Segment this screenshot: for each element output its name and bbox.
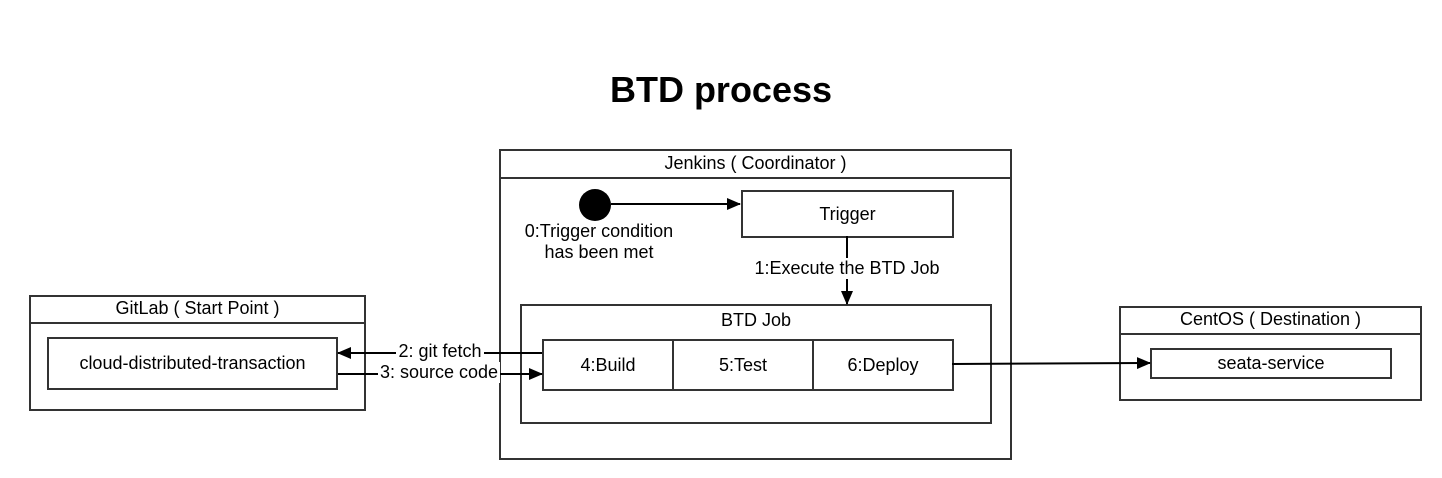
repo-box: cloud-distributed-transaction — [47, 337, 338, 390]
centos-frame: CentOS ( Destination ) seata-service — [1119, 306, 1422, 401]
centos-frame-header: CentOS ( Destination ) — [1121, 308, 1420, 335]
btd-job-frame: BTD Job 4:Build 5:Test 6:Deploy — [520, 304, 992, 424]
start-label-line1: 0:Trigger condition — [524, 221, 674, 241]
jenkins-frame-header: Jenkins ( Coordinator ) — [501, 151, 1010, 179]
edge-deploy-service — [951, 357, 1151, 370]
gitlab-frame-header: GitLab ( Start Point ) — [31, 297, 364, 324]
start-label-line2: has been met — [544, 242, 654, 262]
btd-job-header: BTD Job — [720, 310, 792, 330]
start-node — [579, 189, 611, 221]
step-test: 5:Test — [674, 341, 814, 389]
jenkins-frame: Jenkins ( Coordinator ) 0:Trigger condit… — [499, 149, 1012, 460]
execute-label: 1:Execute the BTD Job — [750, 258, 944, 279]
source-code-label: 3: source code — [378, 362, 500, 383]
steps-box: 4:Build 5:Test 6:Deploy — [542, 339, 954, 391]
diagram-title: BTD process — [609, 69, 833, 110]
step-build: 4:Build — [544, 341, 674, 389]
git-fetch-label: 2: git fetch — [396, 341, 484, 362]
gitlab-frame: GitLab ( Start Point ) cloud-distributed… — [29, 295, 366, 411]
service-box: seata-service — [1150, 348, 1392, 379]
start-label: 0:Trigger condition has been met — [509, 221, 689, 263]
step-deploy: 6:Deploy — [847, 354, 919, 375]
trigger-box: Trigger — [741, 190, 954, 238]
